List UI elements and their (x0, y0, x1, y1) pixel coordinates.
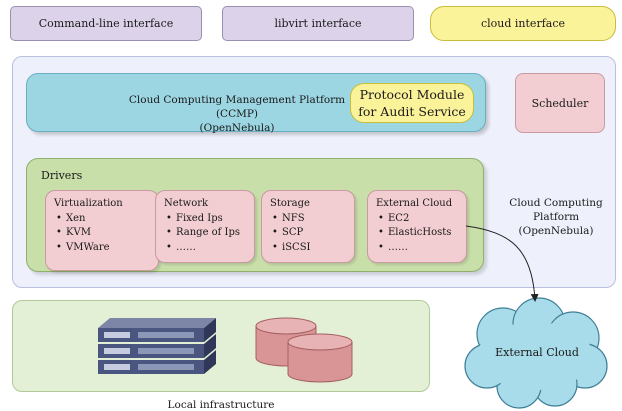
cloud-platform-line3: (OpenNebula) (518, 225, 594, 237)
audit-module-box: Protocol Module for Audit Service (350, 83, 474, 123)
list-item: SCP (270, 226, 354, 241)
external-cloud-title: External Cloud (376, 198, 453, 209)
external-cloud-driver-box: External Cloud EC2 ElasticHosts …… (367, 190, 467, 263)
list-item: …… (164, 241, 254, 256)
list-item: VMWare (54, 241, 158, 256)
ccmp-title: Cloud Computing Management Platform (CCM… (107, 93, 367, 135)
network-driver-box: Network Fixed Ips Range of Ips …… (155, 190, 255, 263)
cloud-interface-box: cloud interface (430, 6, 616, 41)
list-item: iSCSI (270, 241, 354, 256)
list-item: ElasticHosts (376, 226, 466, 241)
audit-module-line2: for Audit Service (358, 104, 466, 119)
external-cloud-list: EC2 ElasticHosts …… (376, 212, 466, 256)
database-cylinder-icon (287, 333, 353, 383)
local-infrastructure-panel (12, 300, 430, 392)
command-line-interface-label: Command-line interface (38, 17, 174, 30)
scheduler-box: Scheduler (515, 73, 605, 133)
cloud-interface-label: cloud interface (480, 17, 565, 30)
server-unit-icon (98, 318, 216, 342)
storage-list: NFS SCP iSCSI (270, 212, 354, 256)
libvirt-interface-label: libvirt interface (274, 17, 362, 30)
drivers-box: Drivers Virtualization Xen KVM VMWare Ne… (26, 158, 484, 272)
list-item: Range of Ips (164, 226, 254, 241)
server-rack-icon (98, 318, 216, 374)
local-infrastructure-label: Local infrastructure (167, 399, 275, 411)
virtualization-driver-box: Virtualization Xen KVM VMWare (45, 190, 159, 271)
ccmp-title-line2: (OpenNebula) (199, 122, 275, 134)
scheduler-label: Scheduler (531, 96, 589, 110)
list-item: KVM (54, 226, 158, 241)
cloud-platform-line2: Platform (532, 211, 580, 223)
network-list: Fixed Ips Range of Ips …… (164, 212, 254, 256)
server-unit-icon (98, 334, 216, 358)
virtualization-list: Xen KVM VMWare (54, 212, 158, 256)
cloud-platform-label: Cloud Computing Platform (OpenNebula) (508, 196, 604, 238)
storage-driver-box: Storage NFS SCP iSCSI (261, 190, 355, 263)
drivers-title: Drivers (41, 169, 83, 182)
cloud-icon (464, 297, 608, 409)
server-unit-icon (98, 350, 216, 374)
storage-title: Storage (270, 198, 310, 209)
audit-module-line1: Protocol Module (359, 87, 465, 102)
command-line-interface-box: Command-line interface (10, 6, 202, 41)
list-item: Fixed Ips (164, 212, 254, 227)
network-title: Network (164, 198, 209, 209)
external-cloud-label: External Cloud (495, 346, 579, 359)
ccmp-title-line1: Cloud Computing Management Platform (CCM… (128, 94, 346, 120)
list-item: Xen (54, 212, 158, 227)
list-item: NFS (270, 212, 354, 227)
list-item: …… (376, 241, 466, 256)
list-item: EC2 (376, 212, 466, 227)
virtualization-title: Virtualization (54, 198, 123, 209)
database-icon (255, 317, 353, 383)
cloud-platform-line1: Cloud Computing (509, 197, 603, 209)
libvirt-interface-box: libvirt interface (222, 6, 414, 41)
